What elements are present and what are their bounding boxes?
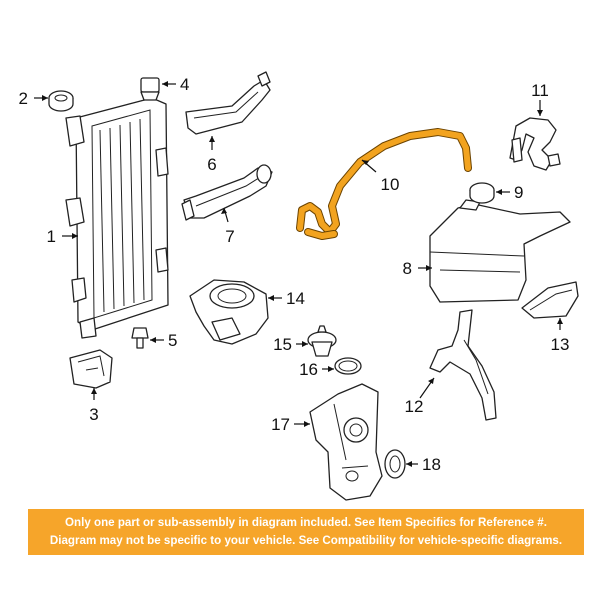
callout-12: 12 xyxy=(405,397,424,416)
callout-6: 6 xyxy=(207,155,216,174)
callout-numbers: 1 2 3 4 5 6 7 8 9 10 11 12 13 14 15 16 1… xyxy=(19,75,570,474)
radiator-fitting-part xyxy=(140,77,160,101)
bolt-part xyxy=(131,327,149,349)
bypass-hose-part xyxy=(509,117,561,171)
callout-15: 15 xyxy=(273,335,292,354)
callout-3: 3 xyxy=(89,405,98,424)
gasket-part xyxy=(384,449,406,479)
highlighted-hose-part xyxy=(296,128,472,240)
callout-10: 10 xyxy=(381,175,400,194)
compatibility-notice-banner: Only one part or sub-assembly in diagram… xyxy=(28,509,584,555)
callout-1: 1 xyxy=(47,227,56,246)
callout-16: 16 xyxy=(299,360,318,379)
shield-part xyxy=(521,281,579,319)
upper-hose-part xyxy=(185,71,271,135)
bracket-part xyxy=(69,349,113,389)
callout-7: 7 xyxy=(225,227,234,246)
reservoir-hose-part xyxy=(429,309,497,421)
callout-8: 8 xyxy=(403,259,412,278)
thermostat-part xyxy=(307,325,337,357)
lower-hose-part xyxy=(181,164,273,221)
callout-18: 18 xyxy=(422,455,441,474)
callout-11: 11 xyxy=(531,81,549,100)
callout-14: 14 xyxy=(286,289,305,308)
thermostat-housing-part xyxy=(189,279,269,345)
radiator-cap-part xyxy=(48,90,74,112)
radiator-part xyxy=(65,97,169,339)
callout-9: 9 xyxy=(514,183,523,202)
reservoir-cap-part xyxy=(469,182,495,204)
callout-2: 2 xyxy=(19,89,28,108)
notice-line-2: Diagram may not be specific to your vehi… xyxy=(49,534,563,547)
callout-5: 5 xyxy=(168,331,177,350)
callout-4: 4 xyxy=(180,75,189,94)
coolant-reservoir-part xyxy=(429,199,571,303)
callout-13: 13 xyxy=(551,335,570,354)
o-ring-part xyxy=(334,357,362,375)
leader-arrowheads xyxy=(42,81,563,467)
notice-line-1: Only one part or sub-assembly in diagram… xyxy=(65,516,547,529)
water-outlet-housing-part xyxy=(309,383,383,501)
callout-17: 17 xyxy=(271,415,290,434)
